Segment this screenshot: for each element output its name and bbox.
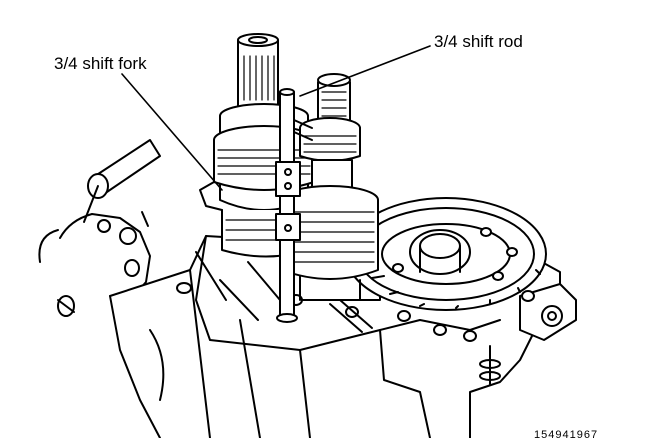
shift-fork-label: 3/4 shift fork [54,54,147,73]
countershaft-gear-stack [281,73,379,301]
shift-rod-and-fork [275,88,313,323]
shift-rod-label: 3/4 shift rod [434,32,523,51]
figure-id-number: 154941967 [534,429,599,441]
shift-lever-linkage [38,139,161,317]
shift-rod-leader-line [299,45,431,97]
case-bracket-bolt [479,283,577,385]
shift-fork-leader-line [121,73,223,191]
